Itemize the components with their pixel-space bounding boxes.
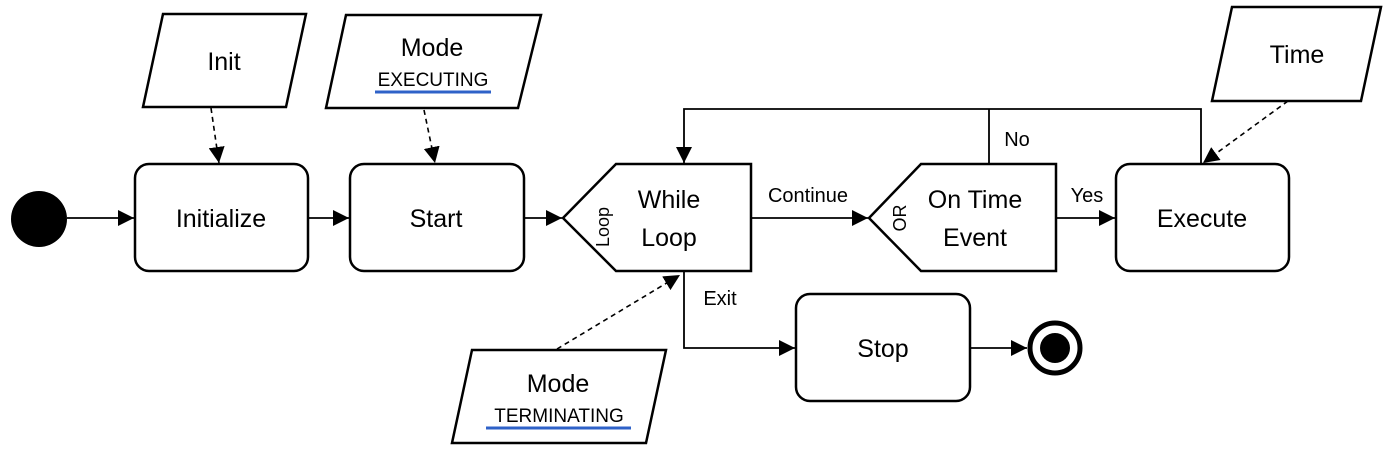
edge-label-continue: Continue <box>768 185 848 207</box>
while-loop-label-line2: Loop <box>641 224 697 252</box>
edge-label-no: No <box>1004 129 1030 151</box>
dep-mode-to-loop <box>556 274 681 350</box>
on-time-event-node[interactable]: OR On Time Event <box>867 162 1058 273</box>
on-time-event-label-line2: Event <box>943 224 1007 252</box>
action-initialize-label: Initialize <box>176 205 266 233</box>
on-time-event-tag: OR <box>890 204 910 231</box>
action-start-label: Start <box>410 205 463 233</box>
action-execute-label: Execute <box>1157 205 1247 233</box>
on-time-event-label-line1: On Time <box>928 186 1022 214</box>
data-object-init-title: Init <box>207 48 240 76</box>
data-object-init[interactable]: Init <box>141 12 308 109</box>
dep-mode-to-start <box>423 109 440 164</box>
action-stop-label: Stop <box>857 335 908 363</box>
data-object-mode-terminating-title: Mode <box>527 370 590 398</box>
data-object-mode-terminating-state: TERMINATING <box>494 406 623 427</box>
initial-node <box>11 191 67 247</box>
while-loop-label-line1: While <box>638 186 701 214</box>
dep-init-to-initialize <box>208 107 225 164</box>
data-object-mode-terminating[interactable]: Mode TERMINATING <box>450 348 668 445</box>
final-node <box>1027 320 1083 376</box>
action-stop[interactable]: Stop <box>794 292 972 403</box>
flow-exit <box>683 272 795 356</box>
action-initialize[interactable]: Initialize <box>133 162 310 273</box>
action-start[interactable]: Start <box>348 162 526 273</box>
data-object-mode-executing-title: Mode <box>401 34 464 62</box>
dep-time-to-execute <box>1202 100 1289 164</box>
data-object-time[interactable]: Time <box>1210 5 1383 103</box>
while-loop-tag: Loop <box>593 207 613 247</box>
edge-label-yes: Yes <box>1071 185 1104 207</box>
edge-label-exit: Exit <box>703 288 737 310</box>
action-execute[interactable]: Execute <box>1114 162 1291 273</box>
flow-back-to-loop <box>676 108 1202 163</box>
data-object-mode-executing[interactable]: Mode EXECUTING <box>324 13 543 110</box>
while-loop-node[interactable]: Loop While Loop <box>561 162 753 273</box>
data-object-mode-executing-state: EXECUTING <box>378 70 489 91</box>
data-object-time-title: Time <box>1270 41 1325 69</box>
